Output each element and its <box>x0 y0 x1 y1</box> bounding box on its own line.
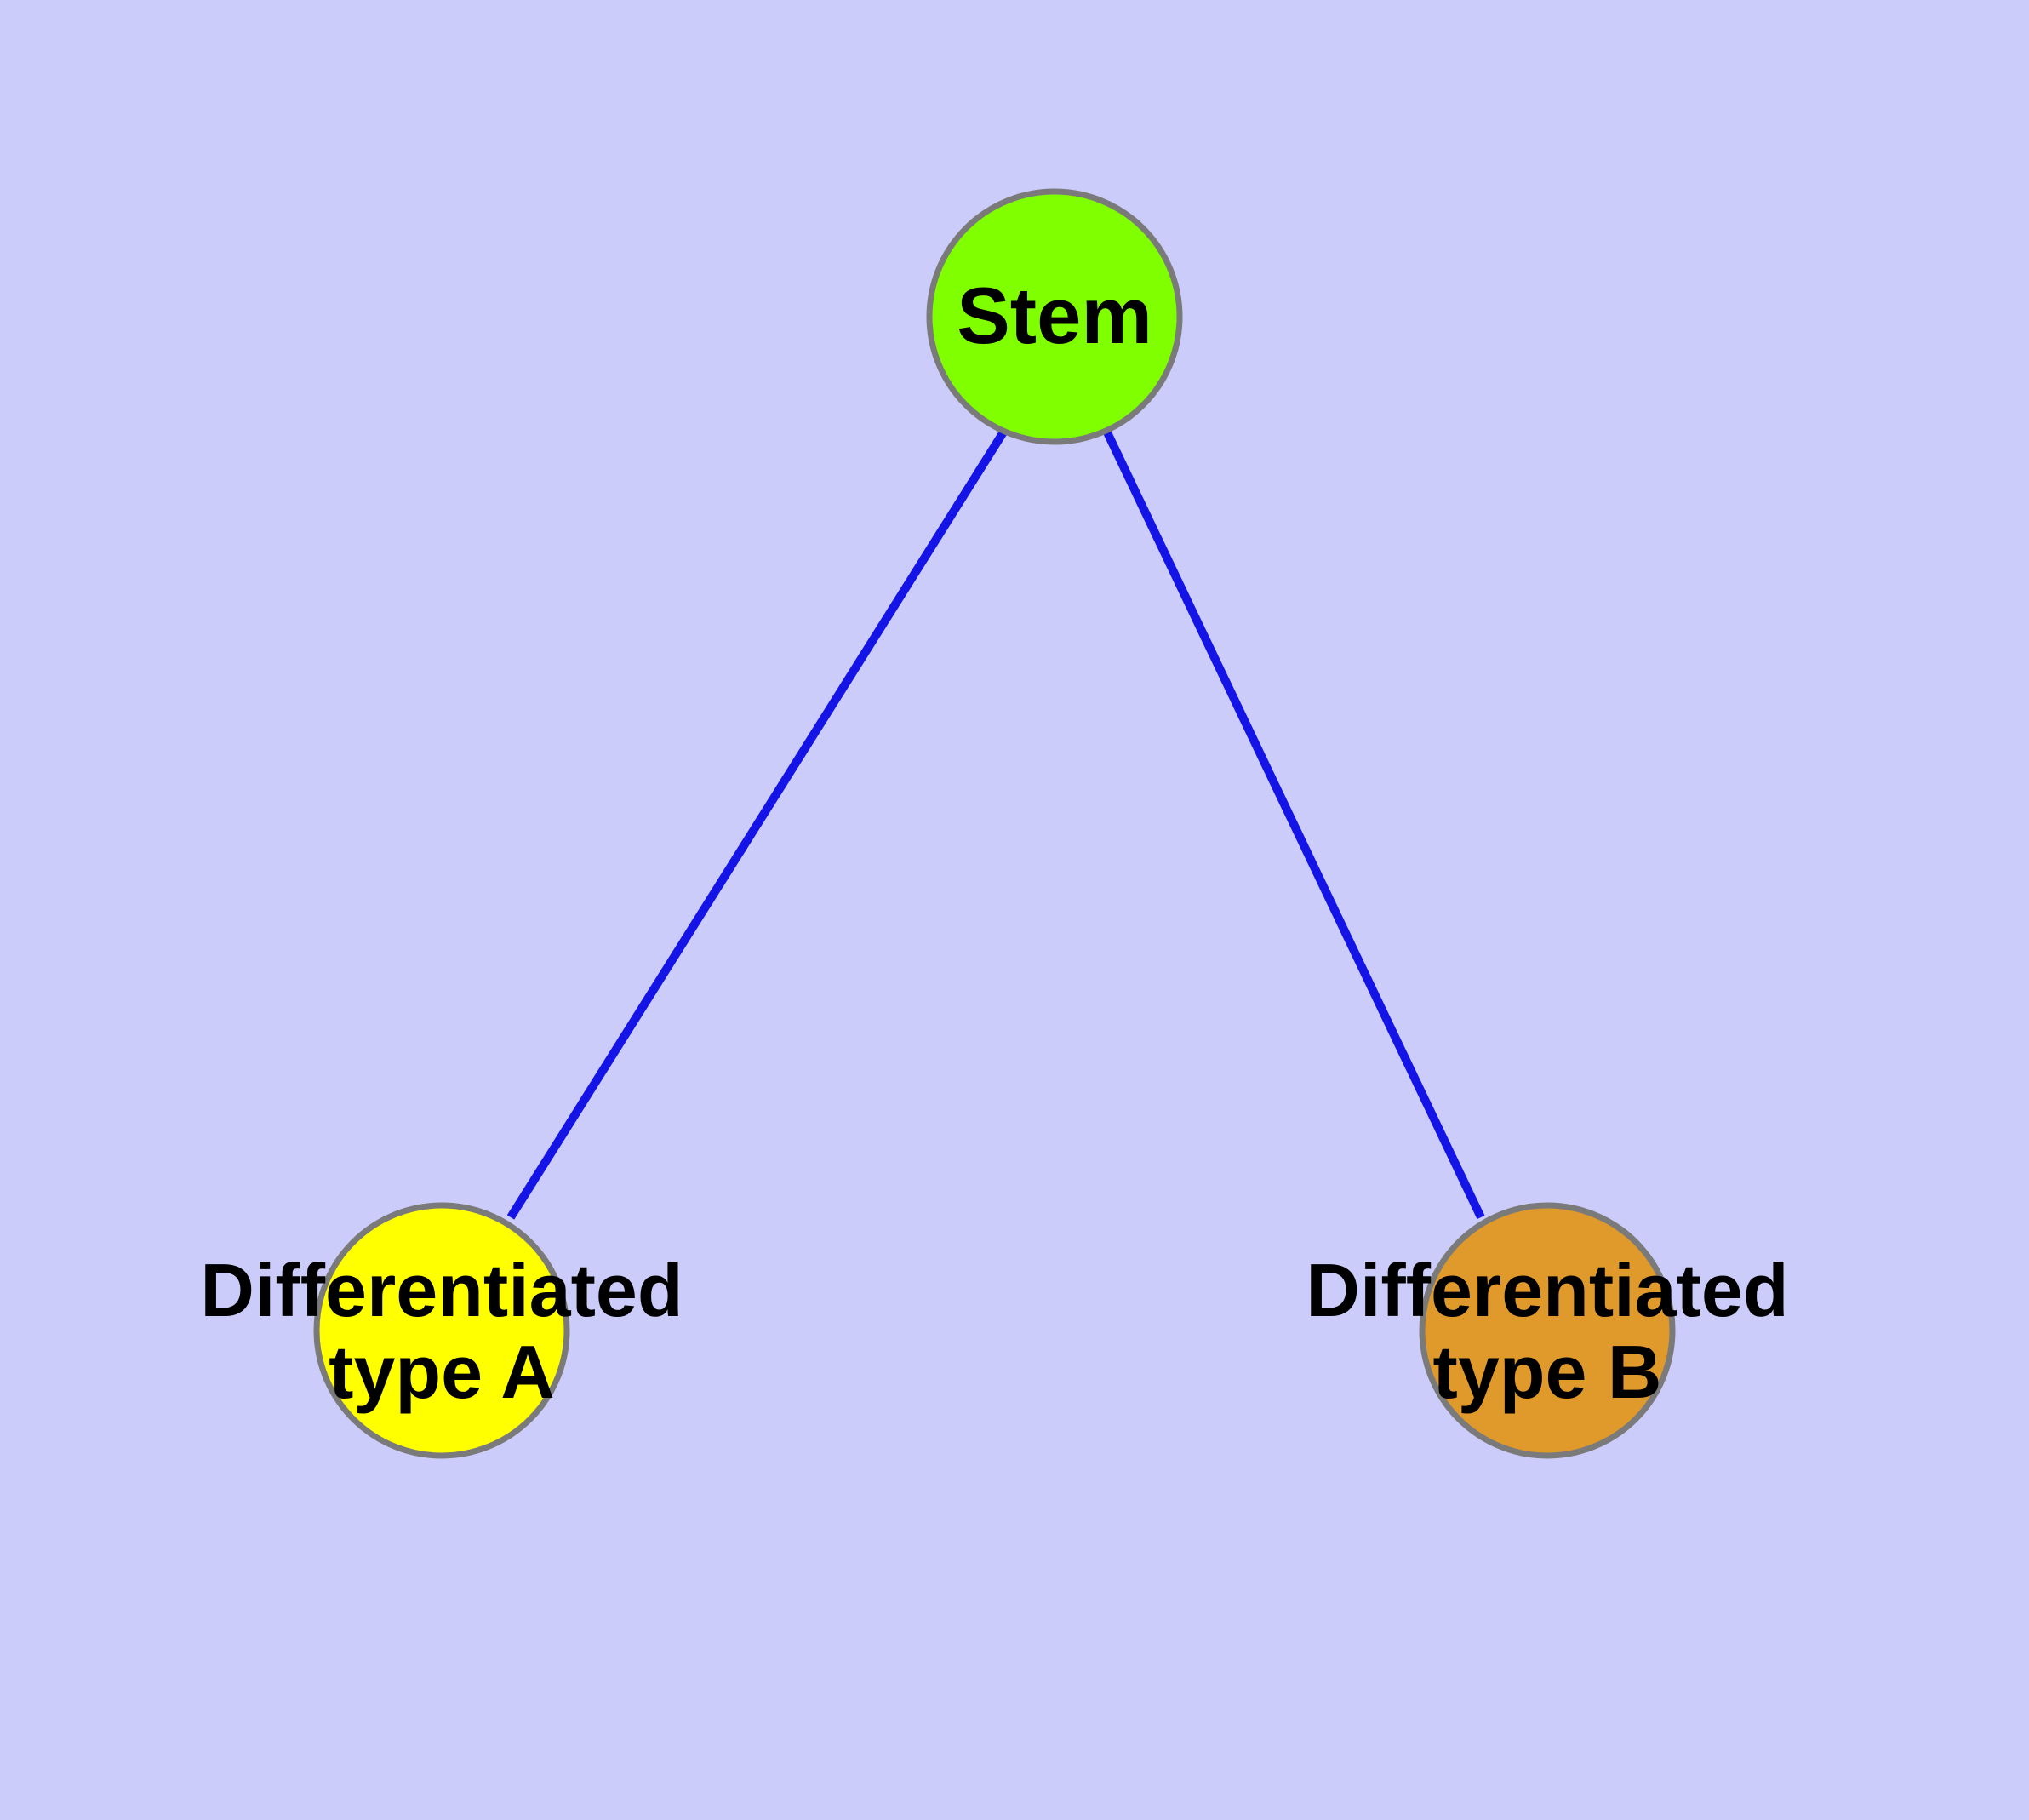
node-differentiated-type-b-label-line2: type B <box>1433 1330 1662 1414</box>
node-stem-label: Stem <box>957 271 1152 360</box>
edges-group <box>506 428 1485 1220</box>
node-stem[interactable]: Stem <box>926 188 1183 445</box>
edge-stem-to-differentiated-b[interactable] <box>1102 428 1485 1220</box>
node-differentiated-type-a-label-line2: type A <box>329 1330 555 1414</box>
node-differentiated-type-a-label-line1: Differentiated <box>200 1248 683 1332</box>
node-differentiated-type-b-circle[interactable] <box>1419 1202 1676 1459</box>
node-stem-circle[interactable] <box>926 188 1183 445</box>
edge-stem-to-differentiated-a[interactable] <box>506 428 1009 1220</box>
node-differentiated-type-a[interactable]: Differentiated type A <box>200 1202 683 1459</box>
node-differentiated-type-b[interactable]: Differentiated type B <box>1306 1202 1789 1459</box>
node-differentiated-type-a-circle[interactable] <box>313 1202 570 1459</box>
node-differentiated-type-b-label-line1: Differentiated <box>1306 1248 1788 1332</box>
